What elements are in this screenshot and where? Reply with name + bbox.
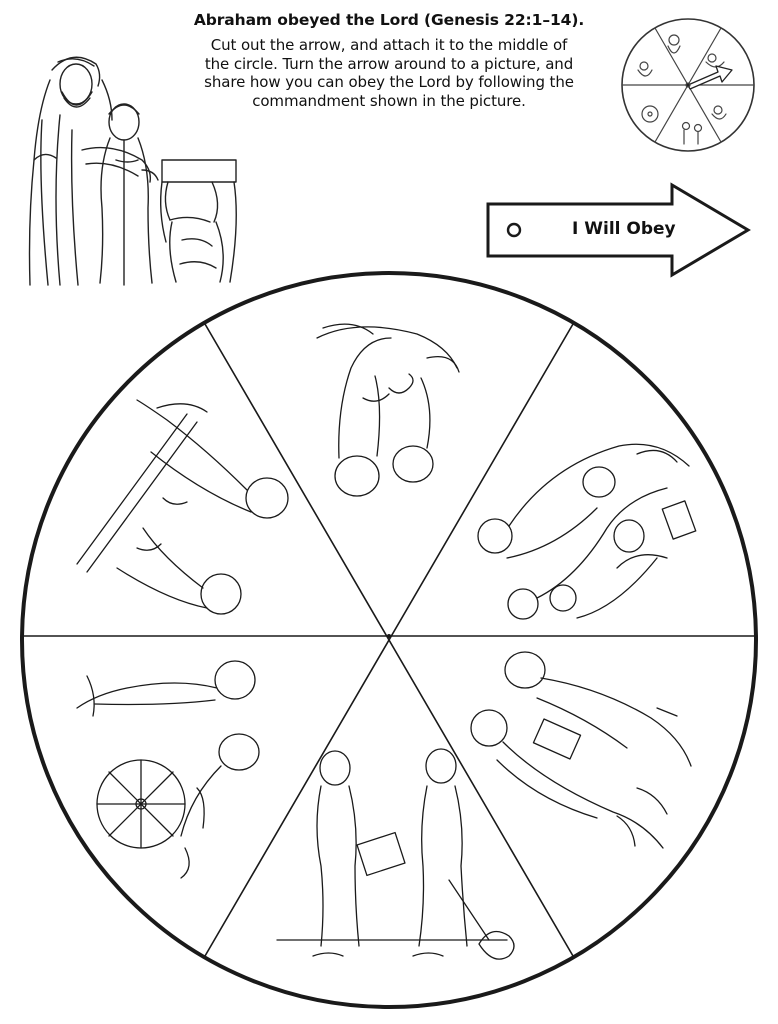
cutout-arrow: I Will Obey [484,182,754,278]
instructions-line-3: share how you can obey the Lord by follo… [204,73,574,91]
page-title: Abraham obeyed the Lord (Genesis 22:1–14… [193,11,585,29]
instructions: Cut out the arrow, and attach it to the … [190,36,588,110]
header: Abraham obeyed the Lord (Genesis 22:1–14… [190,10,588,110]
wheel-segment-family-reading-scriptures [477,443,697,620]
instructions-line-4: commandment shown in the picture. [252,91,526,110]
circle-hole-icon [506,222,522,238]
commandment-wheel [17,268,761,1012]
wheel-segment-boy-and-girl-sharing-book [276,748,515,960]
wheel-segment-boys-at-table [76,399,289,615]
instructions-line-2: the circle. Turn the arrow around to a p… [204,54,574,73]
abraham-and-isaac-illustration [12,40,242,290]
wheel-center-point [387,634,391,638]
wheel-outline [20,271,758,1009]
wheel-segment-boy-sharing-game [470,651,692,849]
wheel-segment-girl-helping-wheelchair [76,660,260,879]
arrow-label: I Will Obey [572,219,676,239]
wheel-segment-children-praying [316,323,460,497]
assembled-wheel-example-illustration [608,10,768,160]
instructions-line-1: Cut out the arrow, and attach it to the … [210,36,568,54]
wheel-divider-diagonal-b [204,323,574,957]
